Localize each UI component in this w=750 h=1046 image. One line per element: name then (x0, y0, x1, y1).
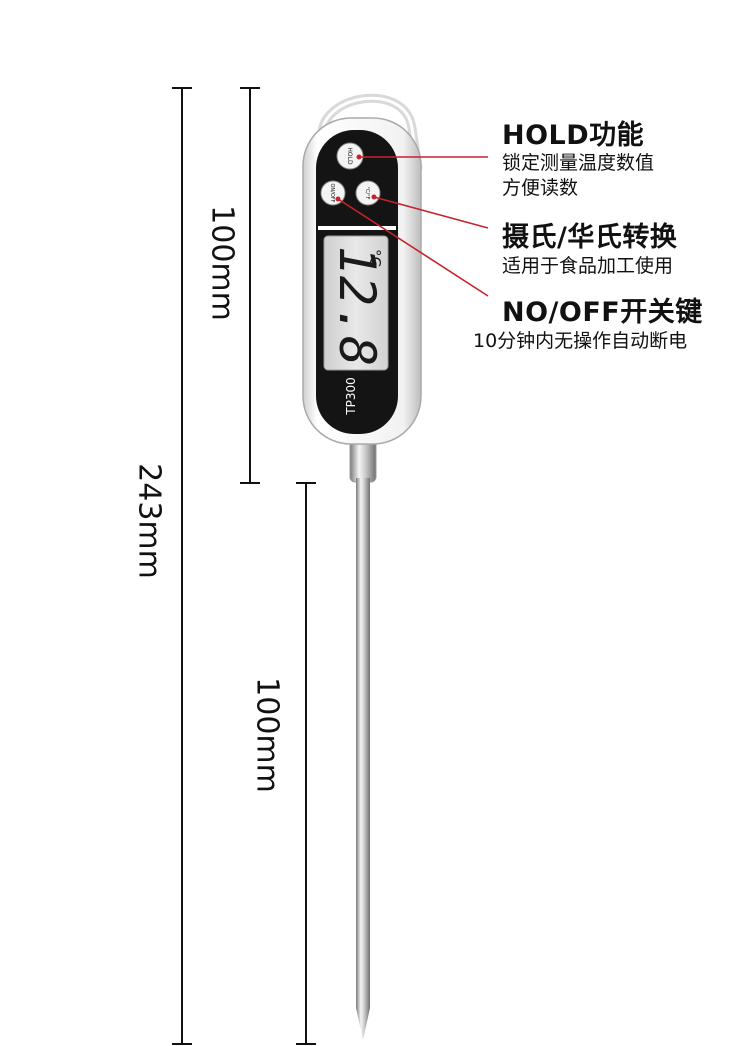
callout-power-title: NO/OFF开关键 (502, 297, 703, 328)
dimension-line-total (172, 87, 192, 1045)
unit-toggle-label: °C/°F (364, 186, 370, 199)
callout-lines (337, 156, 489, 297)
dimension-label-total: 243mm (131, 463, 167, 579)
callout-power-desc: 10分钟内无操作自动断电 (473, 330, 688, 352)
callout-unit-title: 摄氏/华氏转换 (502, 222, 678, 253)
dimension-label-body: 100mm (204, 205, 240, 321)
hold-button[interactable] (336, 142, 364, 170)
dimension-label-probe: 100mm (249, 677, 285, 793)
lcd-unit: °C (366, 249, 384, 267)
dimension-line-body (240, 87, 260, 484)
callout-hold-desc-2: 方便读数 (502, 177, 579, 199)
dimension-line-probe (296, 482, 316, 1045)
callout-unit-desc: 适用于食品加工使用 (502, 255, 674, 277)
hold-button-label: HOLD (346, 147, 353, 165)
callout-dots (335, 154, 377, 202)
probe (349, 439, 377, 1040)
lcd-screen (323, 235, 389, 371)
power-button-label: ON/OFF (329, 183, 335, 202)
lcd-reading: 12.8 (328, 246, 386, 366)
callout-hold-title: HOLD功能 (502, 120, 645, 151)
callout-hold-desc-1: 锁定测量温度数值 (502, 152, 655, 174)
model-label: TP300 (344, 377, 358, 415)
